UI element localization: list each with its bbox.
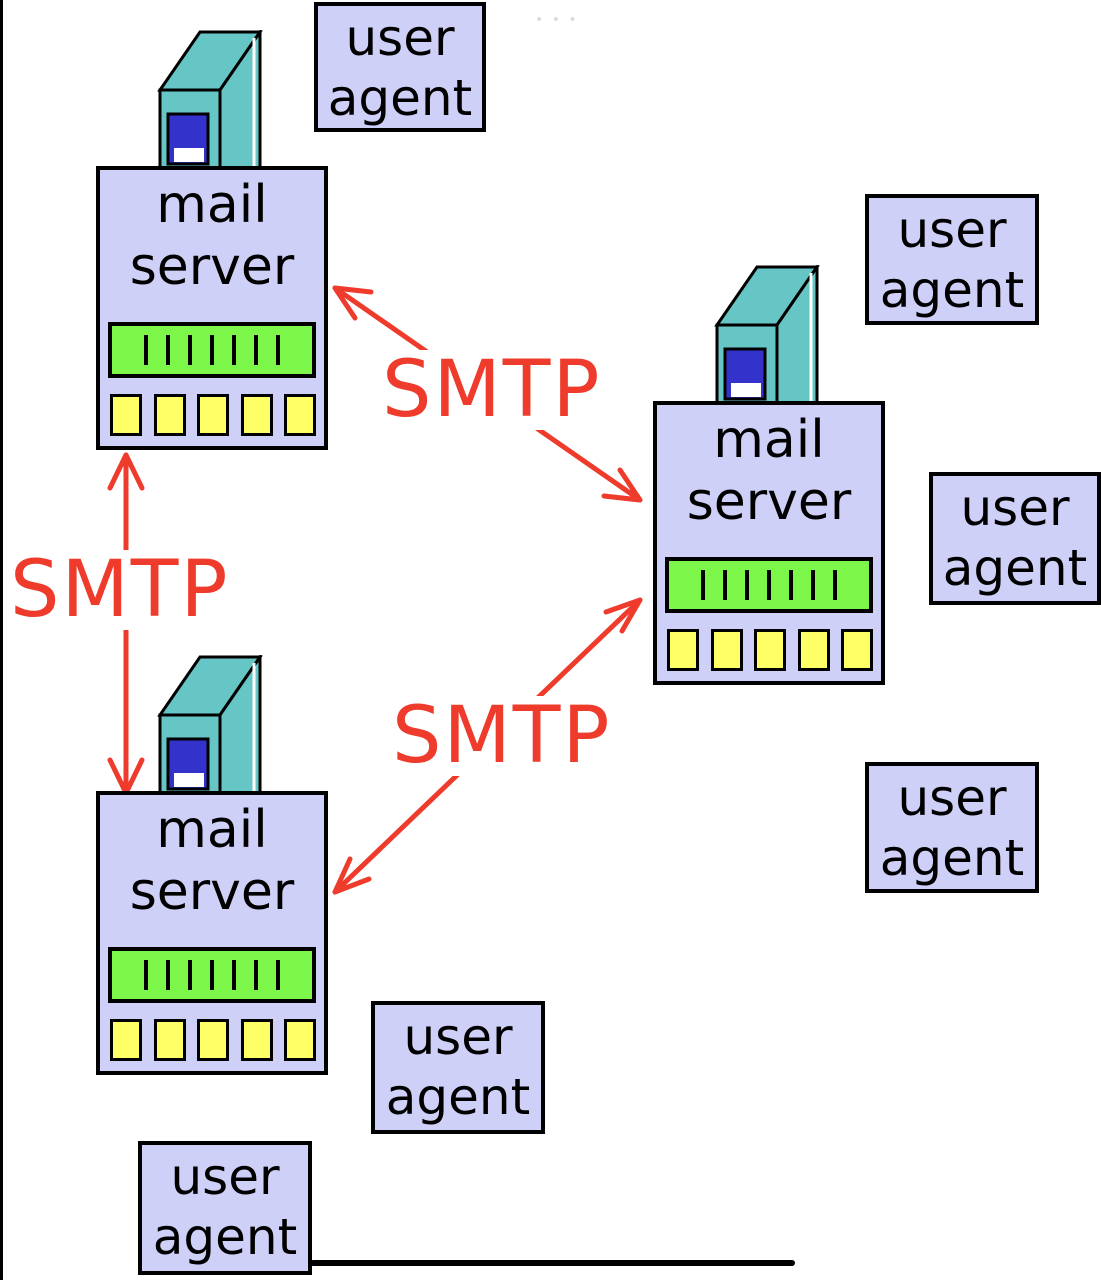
- user-agent-top: user agent: [314, 2, 486, 132]
- mail-server-label-line1: mail: [156, 175, 268, 235]
- user-agent-label-line1: user: [897, 769, 1007, 827]
- mailbox-icon: [110, 394, 316, 440]
- user-agent-label-line1: user: [960, 479, 1070, 537]
- user-agent-label-line1: user: [170, 1148, 280, 1206]
- smtp-label-bottom-right: SMTP: [388, 696, 616, 776]
- bottom-line: [310, 1260, 795, 1266]
- mail-server-label-line2: server: [129, 862, 295, 922]
- left-border-line: [0, 0, 3, 1280]
- user-agent-right-1: user agent: [865, 194, 1039, 325]
- mailbox-icon: [667, 629, 873, 675]
- mail-server-label-line1: mail: [713, 410, 825, 470]
- smtp-label-left: SMTP: [6, 550, 234, 630]
- mail-server-box: mail server: [96, 791, 328, 1075]
- message-queue-icon: [108, 322, 316, 378]
- user-agent-right-2: user agent: [929, 472, 1101, 605]
- mail-server-right: mail server: [653, 265, 885, 705]
- user-agent-label-line2: agent: [327, 69, 473, 127]
- mail-server-top-left: mail server: [96, 30, 328, 470]
- user-agent-right-3: user agent: [865, 762, 1039, 893]
- user-agent-label-line1: user: [345, 9, 455, 67]
- mailbox-icon: [110, 1019, 316, 1065]
- server-tower-icon: [157, 30, 263, 170]
- user-agent-label-line2: agent: [385, 1068, 531, 1126]
- mail-server-box: mail server: [653, 401, 885, 685]
- user-agent-label-line2: agent: [942, 539, 1088, 597]
- user-agent-label-line2: agent: [879, 261, 1025, 319]
- user-agent-label-line1: user: [897, 201, 1007, 259]
- smtp-label-top-right: SMTP: [378, 350, 606, 430]
- user-agent-bottom-1: user agent: [371, 1001, 545, 1134]
- message-queue-icon: [665, 557, 873, 613]
- mail-server-box: mail server: [96, 166, 328, 450]
- user-agent-label-line2: agent: [152, 1208, 298, 1266]
- user-agent-bottom-2: user agent: [138, 1141, 312, 1275]
- server-tower-icon: [714, 265, 820, 405]
- mail-server-label-line2: server: [129, 237, 295, 297]
- user-agent-label-line2: agent: [879, 829, 1025, 887]
- message-queue-icon: [108, 947, 316, 1003]
- mail-server-bottom-left: mail server: [96, 655, 328, 1095]
- user-agent-label-line1: user: [403, 1008, 513, 1066]
- mail-server-label-line1: mail: [156, 800, 268, 860]
- server-tower-icon: [157, 655, 263, 795]
- mail-server-label-line2: server: [686, 472, 852, 532]
- top-dots: • • •: [535, 12, 579, 28]
